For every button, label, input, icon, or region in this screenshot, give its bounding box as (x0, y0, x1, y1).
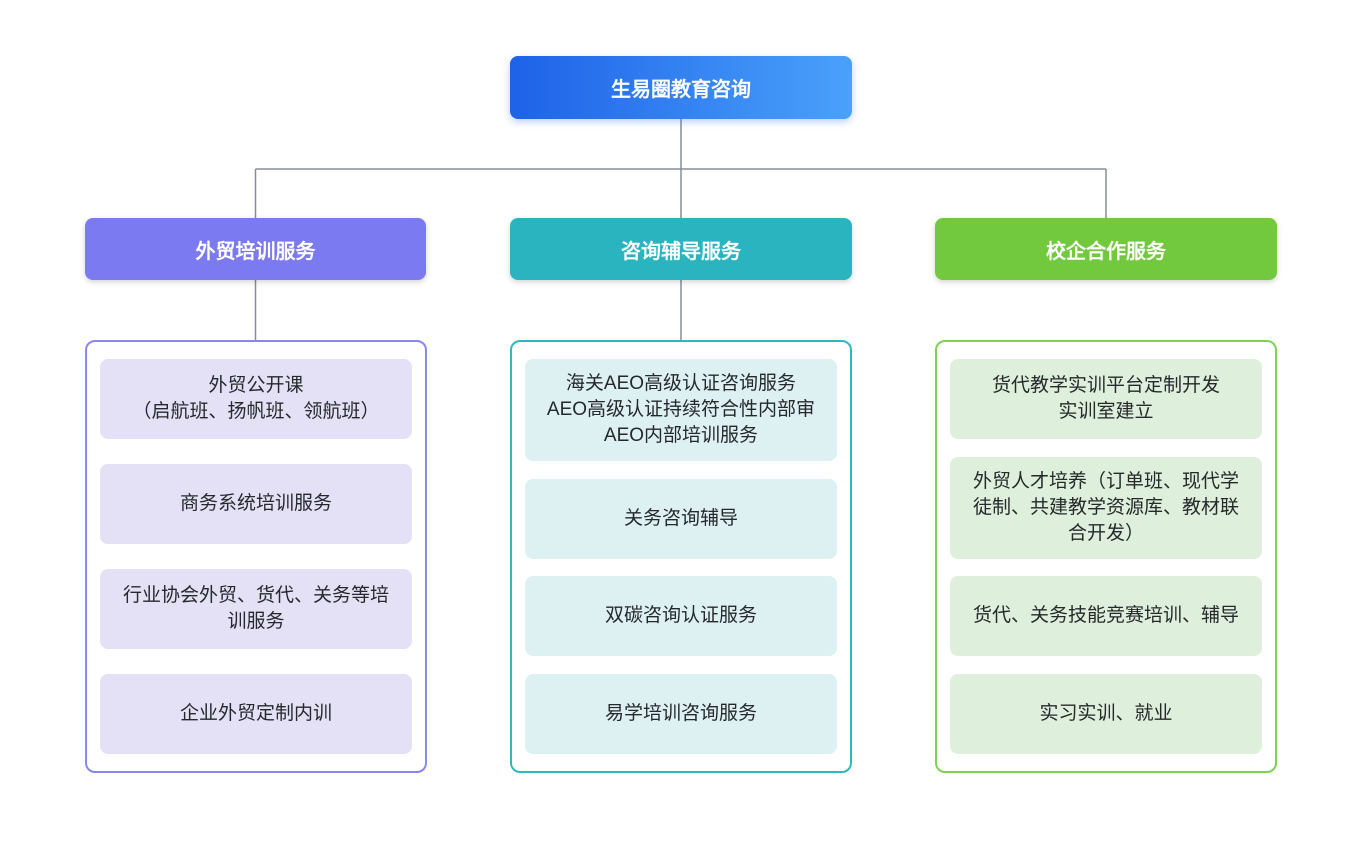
branch-header-foreign-trade-training: 外贸培训服务 (85, 218, 426, 280)
branch-group-foreign-trade-training: 外贸公开课 （启航班、扬帆班、领航班） 商务系统培训服务 行业协会外贸、货代、关… (85, 340, 427, 773)
service-item: 行业协会外贸、货代、关务等培 训服务 (100, 569, 412, 649)
branch-group-consulting-coaching: 海关AEO高级认证咨询服务 AEO高级认证持续符合性内部审 AEO内部培训服务 … (510, 340, 852, 773)
service-item: 易学培训咨询服务 (525, 673, 837, 754)
branch-group-school-enterprise-cooperation: 货代教学实训平台定制开发 实训室建立 外贸人才培养（订单班、现代学 徒制、共建教… (935, 340, 1277, 773)
branch-header-school-enterprise-cooperation: 校企合作服务 (935, 218, 1277, 280)
root-node: 生易圈教育咨询 (510, 56, 852, 119)
branch-header-label: 外贸培训服务 (195, 240, 316, 263)
service-item: 双碳咨询认证服务 (525, 576, 837, 657)
branch-header-label: 咨询辅导服务 (621, 240, 741, 263)
service-item: 企业外贸定制内训 (100, 674, 412, 754)
service-item: 外贸人才培养（订单班、现代学 徒制、共建教学资源库、教材联 合开发） (950, 456, 1262, 559)
branch-header-label: 校企合作服务 (1046, 240, 1166, 263)
service-item: 货代、关务技能竞赛培训、辅导 (950, 576, 1262, 657)
service-item: 海关AEO高级认证咨询服务 AEO高级认证持续符合性内部审 AEO内部培训服务 (525, 359, 837, 461)
branch-header-consulting-coaching: 咨询辅导服务 (510, 218, 852, 280)
service-item: 外贸公开课 （启航班、扬帆班、领航班） (100, 359, 412, 439)
root-node-label: 生易圈教育咨询 (611, 79, 751, 101)
service-item: 商务系统培训服务 (100, 464, 412, 544)
service-item: 货代教学实训平台定制开发 实训室建立 (950, 359, 1262, 439)
service-item: 实习实训、就业 (950, 673, 1262, 754)
service-item: 关务咨询辅导 (525, 478, 837, 559)
